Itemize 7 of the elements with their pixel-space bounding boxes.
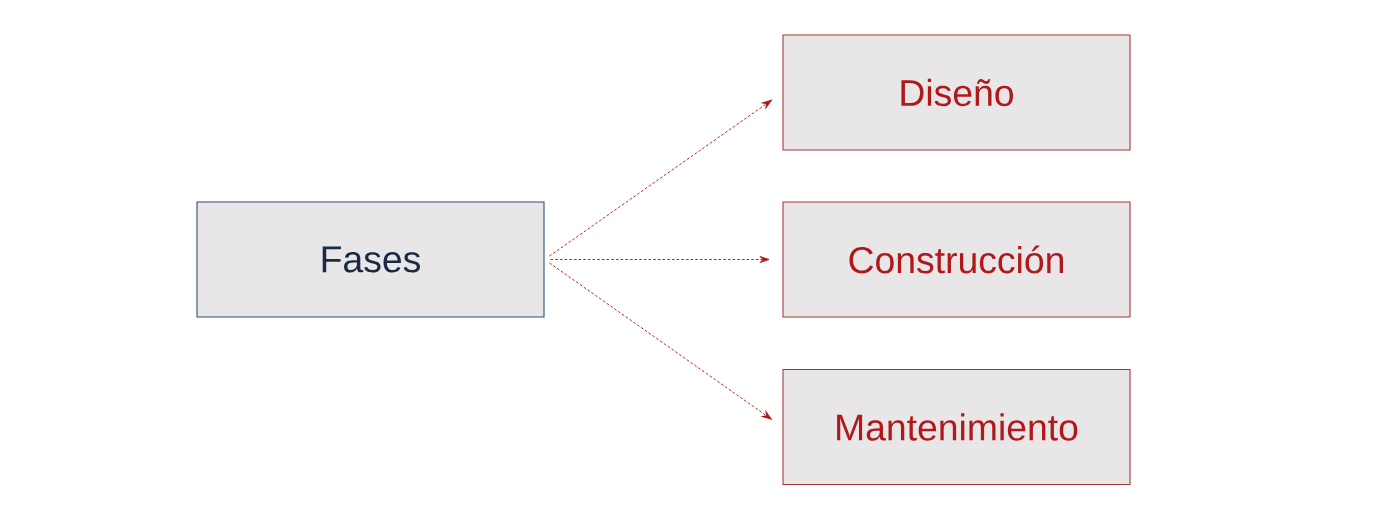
process-box: Diseño: [782, 34, 1131, 151]
arrow: [549, 99, 772, 257]
process-box: Mantenimiento: [782, 368, 1131, 486]
arrow: [549, 262, 772, 420]
arrow: [550, 256, 770, 263]
process-box: Fases: [196, 201, 545, 318]
process-box: Construcción: [782, 201, 1131, 318]
